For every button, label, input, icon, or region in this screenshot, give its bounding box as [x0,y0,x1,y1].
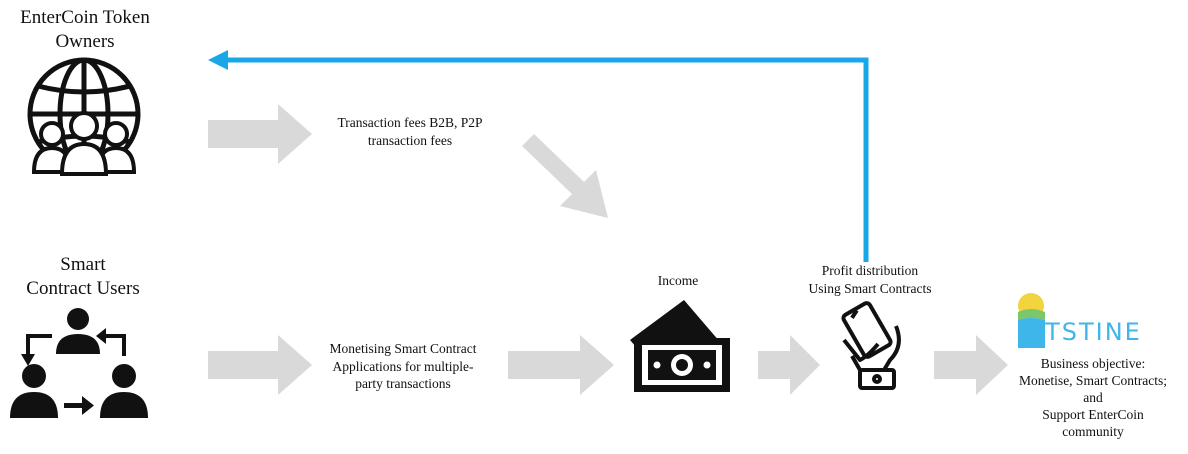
flow-arrow-fees-to-income [522,134,608,218]
business-objective-label: Business objective: Monetise, Smart Cont… [1018,356,1168,439]
banknotes-icon [630,300,730,392]
bitstine-logo-text: ITSTINE [1036,318,1142,346]
income-label: Income [657,273,699,288]
flow-arrow-fees [208,104,312,164]
bitstine-logo-icon [1018,293,1045,348]
flow-arrow-to-bitstine [934,335,1008,395]
profit-label: Profit distribution Using Smart Contract… [808,263,932,296]
flow-arrow-to-income [508,335,614,395]
monetising-label: Monetising Smart Contract Applications f… [329,341,477,392]
flow-arrow-to-profit [758,335,820,395]
flow-arrow-monetising [208,335,312,395]
hand-phone-icon [841,301,901,390]
people-exchange-icon [10,308,148,418]
fees-label: Transaction fees B2B, P2P transaction fe… [337,115,483,148]
contract-users-label: Smart Contract Users [26,254,140,299]
token-owners-label: EnterCoin Token Owners [20,7,150,52]
globe-people-icon [27,57,141,176]
